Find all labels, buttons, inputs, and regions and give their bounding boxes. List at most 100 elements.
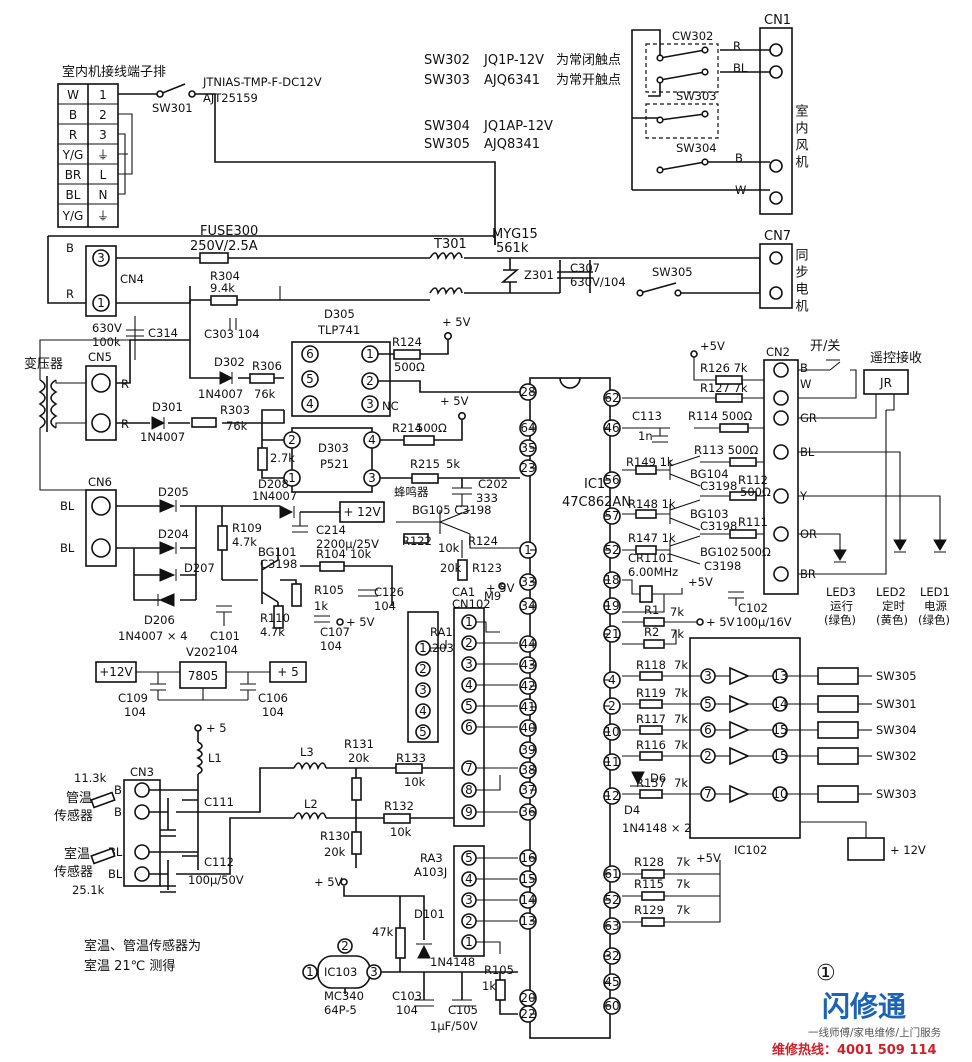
r47k-resistor — [395, 927, 406, 959]
r131-resistor — [351, 777, 362, 801]
cn5-r2: R — [121, 417, 129, 431]
relay-coil — [817, 695, 859, 713]
ic1-type: 47C862AN — [562, 495, 631, 510]
ic1-right-pin-4: 52 — [604, 543, 619, 557]
r113-label: R113 500Ω — [694, 443, 759, 457]
plus12-label: + 12V — [343, 505, 381, 519]
r124-label: R124 — [392, 335, 422, 349]
ic1-right-pin-1: 46 — [604, 421, 619, 435]
c101-cap — [216, 605, 232, 626]
r105a-label: R105 — [314, 583, 344, 597]
plus12-box — [339, 501, 385, 523]
driver-in-pin-label: 2 — [704, 749, 712, 763]
r115-resistor — [641, 891, 665, 901]
r111-value: 500Ω — [740, 545, 771, 559]
wire-power-main — [47, 235, 761, 304]
ic103-label: IC103 — [324, 965, 357, 979]
svg-text:4: 4 — [368, 433, 376, 447]
tb-left-1: B — [69, 108, 77, 122]
d206-diode — [157, 593, 175, 607]
c106-label: C106 — [258, 691, 288, 705]
sensor-note1: 室温、管温传感器为 — [84, 938, 201, 954]
ca1-label: CA1 — [452, 585, 475, 599]
r2-resistor — [643, 639, 665, 649]
r129-label: R129 — [634, 903, 664, 917]
c314-label: C314 — [148, 326, 178, 340]
tb-left-5: BL — [66, 188, 81, 202]
c214-cap — [292, 512, 308, 533]
r306-value: 76k — [254, 387, 276, 401]
watermark-slogan: 一线师傅/家电维修/上门服务 — [808, 1026, 942, 1039]
svg-text:3: 3 — [366, 397, 374, 411]
figure-number: ① — [816, 961, 836, 986]
r128-value: 7k — [676, 855, 690, 869]
c101-label: C101 — [210, 629, 240, 643]
ic1-left-pin-14: 37 — [520, 783, 535, 797]
plus5-c: + 5V — [346, 615, 375, 629]
ic1-left-pin-10: 41 — [520, 700, 535, 714]
cn1-connector: CN1 R BL B W 室内风机 — [733, 13, 808, 215]
mc340-label: MC340 — [324, 989, 364, 1003]
sw301-label: SW301 — [152, 101, 193, 115]
r1-label: R1 — [644, 603, 659, 617]
cn102-label: CN102 — [452, 597, 491, 611]
pipe-label2: 传感器 — [54, 808, 93, 824]
cn1-pin-r: R — [733, 39, 741, 53]
r306-resistor — [249, 373, 275, 384]
c105-label: C105 — [448, 1003, 478, 1017]
r105a-resistor — [291, 583, 302, 607]
c103-label: C103 — [392, 989, 422, 1003]
watermark-hotline: 维修热线：4001 509 114 — [772, 1042, 937, 1058]
c113-value: 1n — [638, 429, 653, 443]
z301-varistor — [500, 258, 520, 293]
wire-r1-r2 — [622, 621, 697, 645]
svg-text:1: 1 — [419, 641, 427, 655]
r124-resistor — [393, 349, 421, 360]
wire-led — [798, 451, 941, 550]
led3-a: 运行 — [830, 599, 853, 613]
ic1-right-pin-14: 52 — [604, 893, 619, 907]
sw304-name: SW304 — [424, 119, 470, 134]
d302-type: 1N4007 — [198, 387, 243, 401]
tb-left-0: W — [67, 88, 79, 102]
c126-value: 104 — [374, 599, 396, 613]
led2-label: LED2 — [876, 585, 906, 599]
cn7-caption: 同步电机 — [793, 248, 809, 316]
d205-diode — [159, 499, 177, 513]
tb-left-4: BR — [65, 168, 82, 182]
ic1-right-pin-16: 32 — [604, 949, 619, 963]
r132-label: R132 — [384, 799, 414, 813]
c106-value: 104 — [262, 705, 284, 719]
tb-left-6: Y/G — [62, 209, 84, 223]
d207-label: D207 — [184, 561, 215, 575]
ic1-right-pin-0: 62 — [604, 391, 619, 405]
z301-label: Z301 — [524, 268, 554, 282]
bg101-type: C3198 — [260, 557, 297, 571]
tb-right-3: ⏚ — [97, 148, 109, 162]
ra1-label: RA1 — [430, 625, 453, 639]
svg-text:1: 1 — [306, 965, 314, 979]
buzzer-label: 蜂鸣器 — [394, 485, 429, 499]
r112-label: R112 — [738, 473, 768, 487]
cn3-connector: CN3 B B BL BL — [108, 765, 161, 887]
wire-cn2-left — [622, 357, 764, 551]
d301-type: 1N4007 — [140, 430, 185, 444]
r131-label: R131 — [344, 737, 374, 751]
tb-left-3: Y/G — [62, 148, 84, 162]
svg-text:1: 1 — [465, 935, 473, 949]
r123-label: R123 — [472, 561, 502, 575]
bg104-type: C3198 — [700, 479, 737, 493]
crystal-freq: 6.00MHz — [628, 565, 678, 579]
tb-right-0: 1 — [99, 88, 107, 102]
tb-right-2: 3 — [99, 128, 107, 142]
driver-sw-label: SW302 — [876, 749, 917, 763]
driver-sw-label: SW305 — [876, 669, 917, 683]
wire-sensors — [149, 767, 294, 893]
r303-value: 76k — [226, 419, 248, 433]
cn5-connector: CN5 R R — [85, 350, 129, 441]
led3-b: (绿色) — [824, 613, 856, 627]
c126-cap — [358, 589, 378, 597]
led1-label: LED1 — [920, 585, 950, 599]
ic1-chip: IC1 47C862AN — [529, 377, 631, 1039]
